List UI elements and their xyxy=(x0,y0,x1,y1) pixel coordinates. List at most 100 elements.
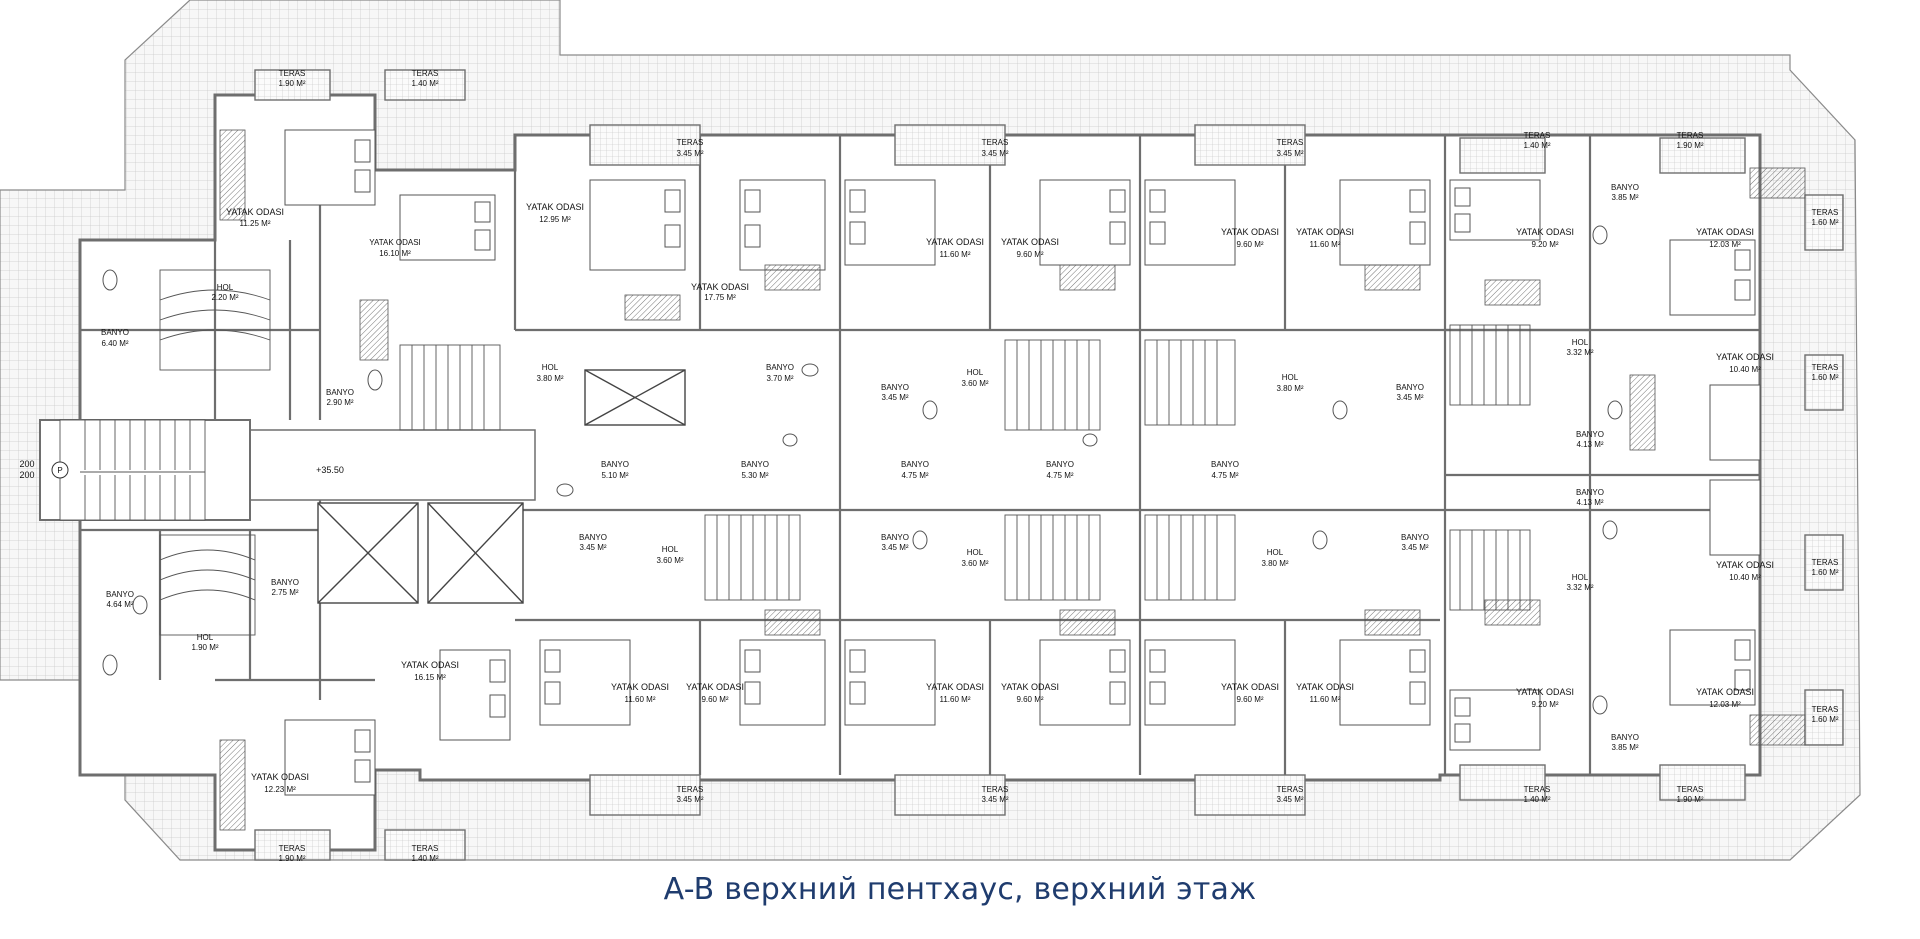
room-area: 9.60 M² xyxy=(1016,250,1043,259)
room-name: HOL xyxy=(967,368,984,377)
room-area: 9.20 M² xyxy=(1531,240,1558,249)
room-name: TERAS xyxy=(677,138,704,147)
room-name: YATAK ODASI xyxy=(926,237,984,247)
room-name: YATAK ODASI xyxy=(401,660,459,670)
room-area: 4.75 M² xyxy=(901,471,928,480)
room-name: BANYO xyxy=(901,460,929,469)
room-area: 9.60 M² xyxy=(701,695,728,704)
room-name: BANYO xyxy=(881,383,909,392)
room-area: 4.13 M² xyxy=(1576,440,1603,449)
room-area: 1.90 M² xyxy=(278,854,305,863)
room-area: 1.90 M² xyxy=(278,79,305,88)
room-name: TERAS xyxy=(982,138,1009,147)
room-name: HOL xyxy=(217,283,234,292)
room-area: 3.80 M² xyxy=(536,374,563,383)
room-area: 10.40 M² xyxy=(1729,573,1761,582)
room-area: 16.10 M² xyxy=(379,249,411,258)
room-area: 3.45 M² xyxy=(579,543,606,552)
room-area: 3.60 M² xyxy=(961,379,988,388)
room-name: TERAS xyxy=(1812,558,1839,567)
room-name: TERAS xyxy=(279,844,306,853)
elevation-mark: +35.50 xyxy=(316,465,344,475)
room-name: BANYO xyxy=(741,460,769,469)
room-name: TERAS xyxy=(1277,785,1304,794)
room-name: TERAS xyxy=(1677,131,1704,140)
room-area: 16.15 M² xyxy=(414,673,446,682)
room-name: TERAS xyxy=(412,69,439,78)
beds xyxy=(284,129,1761,796)
room-name: TERAS xyxy=(1524,131,1551,140)
dim-left-bottom: 200 xyxy=(19,470,34,480)
room-area: 11.60 M² xyxy=(1310,240,1341,249)
room-name: YATAK ODASI xyxy=(1696,227,1754,237)
room-area: 3.45 M² xyxy=(1401,543,1428,552)
room-name: TERAS xyxy=(677,785,704,794)
partition-walls xyxy=(80,135,1760,775)
plan-caption: A-B верхний пентхаус, верхний этаж xyxy=(663,872,1257,907)
room-name: TERAS xyxy=(1524,785,1551,794)
room-name: YATAK ODASI xyxy=(1696,687,1754,697)
room-area: 3.70 M² xyxy=(766,374,793,383)
room-area: 9.60 M² xyxy=(1236,240,1263,249)
room-name: HOL xyxy=(1267,548,1284,557)
room-name: TERAS xyxy=(1677,785,1704,794)
room-name: YATAK ODASI xyxy=(926,682,984,692)
room-area: 6.40 M² xyxy=(101,339,128,348)
room-name: BANYO xyxy=(1611,183,1639,192)
room-area: 3.60 M² xyxy=(656,556,683,565)
room-area: 1.40 M² xyxy=(1523,141,1550,150)
room-name: HOL xyxy=(197,633,214,642)
room-area: 3.85 M² xyxy=(1611,193,1638,202)
room-name: YATAK ODASI xyxy=(1221,227,1279,237)
room-area: 2.20 M² xyxy=(211,293,238,302)
room-area: 2.75 M² xyxy=(271,588,298,597)
room-area: 1.40 M² xyxy=(1523,795,1550,804)
room-area: 17.75 M² xyxy=(704,293,736,302)
room-area: 3.45 M² xyxy=(981,149,1008,158)
room-name: YATAK ODASI xyxy=(1296,682,1354,692)
room-area: 3.45 M² xyxy=(676,795,703,804)
room-area: 1.90 M² xyxy=(1676,795,1703,804)
room-area: 12.03 M² xyxy=(1709,240,1741,249)
room-area: 9.20 M² xyxy=(1531,700,1558,709)
room-area: 1.60 M² xyxy=(1811,568,1838,577)
room-name: TERAS xyxy=(412,844,439,853)
room-area: 11.60 M² xyxy=(1310,695,1341,704)
room-area: 9.60 M² xyxy=(1016,695,1043,704)
room-area: 1.60 M² xyxy=(1811,373,1838,382)
wardrobes xyxy=(219,129,1806,831)
room-name: HOL xyxy=(1282,373,1299,382)
room-name: YATAK ODASI xyxy=(1516,227,1574,237)
room-area: 3.80 M² xyxy=(1261,559,1288,568)
terraces xyxy=(254,69,1844,861)
room-name: YATAK ODASI xyxy=(611,682,669,692)
room-name: BANYO xyxy=(1576,488,1604,497)
light-wells xyxy=(317,369,686,604)
room-name: YATAK ODASI xyxy=(251,772,309,782)
room-name: BANYO xyxy=(1396,383,1424,392)
room-area: 4.75 M² xyxy=(1211,471,1238,480)
room-area: 1.90 M² xyxy=(191,643,218,652)
room-area: 3.45 M² xyxy=(1396,393,1423,402)
room-name: TERAS xyxy=(279,69,306,78)
room-name: HOL xyxy=(1572,573,1589,582)
room-name: TERAS xyxy=(982,785,1009,794)
room-area: 3.45 M² xyxy=(881,393,908,402)
room-name: TERAS xyxy=(1277,138,1304,147)
room-area: 3.45 M² xyxy=(981,795,1008,804)
room-name: BANYO xyxy=(1576,430,1604,439)
room-area: 4.75 M² xyxy=(1046,471,1073,480)
room-area: 11.60 M² xyxy=(940,695,971,704)
room-name: BANYO xyxy=(1401,533,1429,542)
staircases xyxy=(59,269,1531,636)
room-name: YATAK ODASI xyxy=(691,282,749,292)
room-area: 11.25 M² xyxy=(240,219,271,228)
room-name: YATAK ODASI xyxy=(1296,227,1354,237)
room-name: BANYO xyxy=(766,363,794,372)
room-area: 1.40 M² xyxy=(411,854,438,863)
room-name: BANYO xyxy=(106,590,134,599)
room-name: YATAK ODASI xyxy=(526,202,584,212)
room-area: 3.85 M² xyxy=(1611,743,1638,752)
